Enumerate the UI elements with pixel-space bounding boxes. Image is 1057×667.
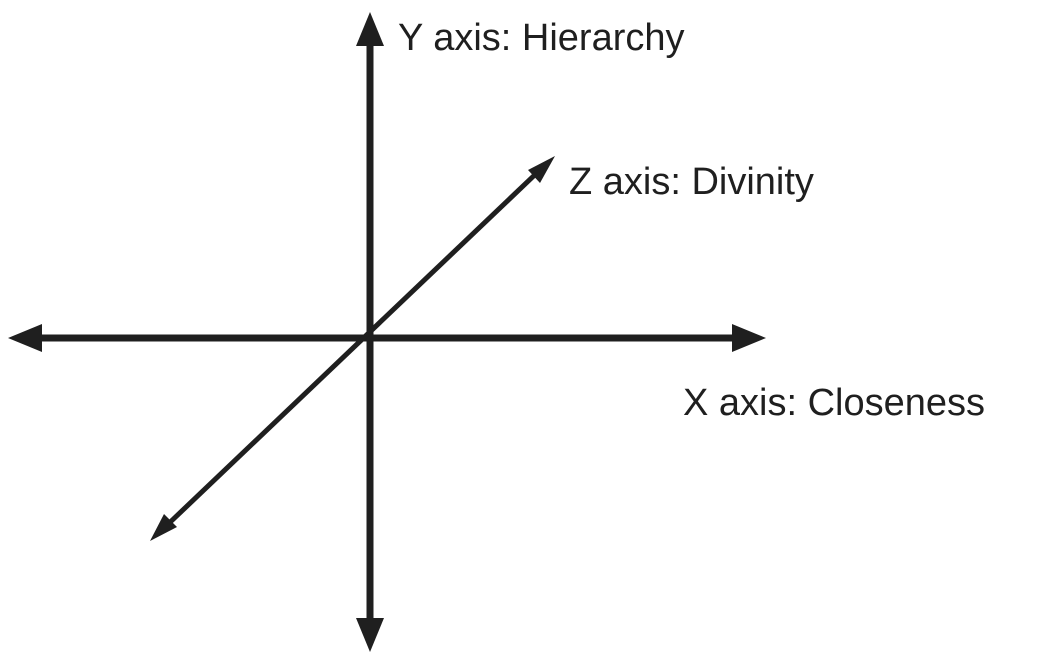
z-axis-upper-arrowhead (528, 156, 555, 183)
y-axis-label: Y axis: Hierarchy (398, 17, 685, 59)
y-axis-down-arrowhead (356, 618, 384, 652)
z-axis-lower-arrowhead (150, 514, 177, 541)
z-axis (150, 156, 555, 541)
y-axis-up-arrowhead (356, 12, 384, 46)
x-axis-left-arrowhead (8, 324, 42, 352)
z-axis-label: Z axis: Divinity (569, 161, 814, 203)
x-axis-label: X axis: Closeness (683, 382, 986, 424)
z-axis-line (162, 166, 544, 530)
x-axis (8, 324, 766, 352)
x-axis-right-arrowhead (732, 324, 766, 352)
